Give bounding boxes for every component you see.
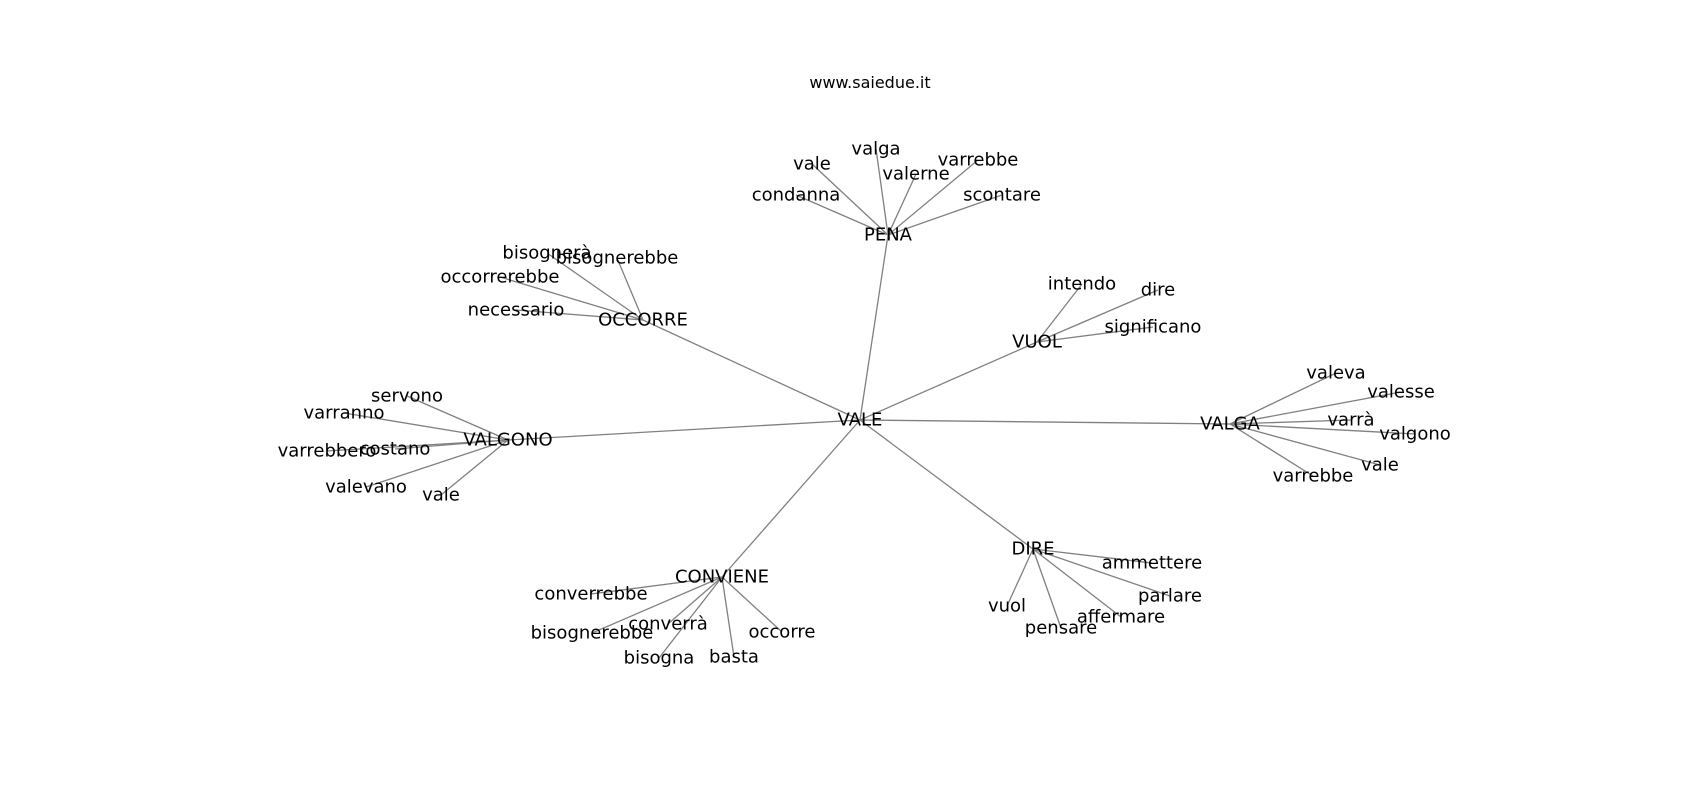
leaf-node-valgono-varranno: varranno [303,403,384,424]
edge-conviene-bisogna [658,576,723,659]
hub-node-valga: VALGA [1200,414,1260,435]
leaf-node-valgono-vale: vale [422,485,460,506]
leaf-node-valga-varra: varrà [1327,410,1374,431]
edge-valgono-vale [440,439,509,496]
leaf-node-valga-valesse: valesse [1367,382,1435,403]
leaf-node-dire-parlare: parlare [1138,586,1202,607]
edge-conviene-converrebbe [590,576,723,595]
leaf-node-valga-varrebbe: varrebbe [1273,466,1354,487]
node-layer: VALEPENAvalevalgavalernevarrebbecondanna… [278,139,1451,669]
edge-dire-ammettere [1032,548,1153,564]
leaf-node-pena-vale: vale [793,154,831,175]
leaf-node-pena-condanna: condanna [752,185,841,206]
edge-valgono-servono [406,395,509,441]
leaf-node-pena-varrebbe: varrebbe [938,150,1019,171]
edge-center-pena [859,234,889,421]
edge-occorre-occorrerebbe [499,276,644,321]
leaf-node-occorre-occorrerebbe: occorrerebbe [441,267,560,288]
edge-occorre-bisognera [546,252,644,321]
hub-node-valgono: VALGONO [463,430,552,451]
edge-dire-vuol [1006,548,1034,607]
hub-node-pena: PENA [864,225,913,246]
leaf-node-valgono-costano: costano [360,439,431,460]
leaf-node-pena-valga: valga [851,139,900,160]
leaf-node-occorre-bisognera: bisognerà [502,243,591,264]
edge-pena-varrebbe [887,159,979,236]
edge-dire-affermare [1032,548,1122,618]
hub-node-dire: DIRE [1011,539,1054,560]
leaf-node-occorre-necessario: necessario [468,300,565,321]
leaf-node-conviene-bisogna: bisogna [624,648,695,669]
hub-node-occorre: OCCORRE [598,310,688,331]
edge-valga-vale [1229,423,1381,466]
edge-pena-vale [811,163,889,236]
edge-conviene-occorre [721,576,783,633]
edge-valgono-varranno [343,412,509,441]
leaf-node-dire-pensare: pensare [1025,618,1097,639]
edge-valga-valeva [1229,372,1337,425]
edge-pena-valerne [887,173,917,236]
edge-center-dire [859,419,1034,550]
leaf-node-valga-valeva: valeva [1306,363,1365,384]
leaf-node-conviene-converrebbe: converrebbe [534,584,647,605]
leaf-node-valga-vale: vale [1361,455,1399,476]
edge-dire-parlare [1032,548,1171,597]
hub-node-conviene: CONVIENE [675,567,769,588]
edge-dire-pensare [1032,548,1062,629]
edge-center-valga [859,419,1231,425]
edge-valga-varrebbe [1229,423,1314,477]
hub-node-vuol: VUOL [1012,332,1062,353]
leaf-node-pena-scontare: scontare [963,185,1041,206]
edge-vuol-dire [1036,289,1159,343]
center-node-label: VALE [838,410,883,431]
leaf-node-valgono-servono: servono [371,386,443,407]
edge-layer [326,148,1416,659]
edge-valgono-valevano [365,439,509,488]
edge-valga-valgono [1229,423,1416,435]
edge-valga-valesse [1229,391,1402,425]
edge-center-vuol [859,341,1038,421]
edge-vuol-intendo [1036,283,1083,343]
leaf-node-dire-ammettere: ammettere [1102,553,1202,574]
site-label: www.saiedue.it [809,73,930,92]
edge-center-conviene [721,419,861,578]
leaf-node-conviene-bisognerebbe: bisognerebbe [531,623,654,644]
edge-occorre-necessario [515,309,644,321]
leaf-node-vuol-intendo: intendo [1048,274,1116,295]
leaf-node-occorre-bisognerebbe: bisognerebbe [556,248,679,269]
edge-pena-condanna [795,194,889,236]
leaf-node-conviene-basta: basta [709,647,759,668]
edge-valgono-costano [394,439,509,450]
edge-pena-valga [875,148,889,236]
leaf-node-valgono-valevano: valevano [325,477,407,498]
edge-conviene-basta [721,576,735,658]
edge-vuol-significano [1036,326,1154,343]
leaf-node-valgono-varrebbero: varrebbero [278,441,377,462]
edge-conviene-converra [667,576,723,625]
edge-valga-varra [1229,419,1352,425]
leaf-node-pena-valerne: valerne [882,164,949,185]
leaf-node-dire-vuol: vuol [988,596,1026,617]
leaf-node-dire-affermare: affermare [1077,607,1165,628]
leaf-node-conviene-occorre: occorre [749,622,816,643]
leaf-node-vuol-dire: dire [1141,280,1176,301]
leaf-node-vuol-significano: significano [1105,317,1202,338]
edge-conviene-bisognerebbe [591,576,723,634]
edge-occorre-bisognerebbe [616,257,644,321]
edge-pena-scontare [887,194,1003,236]
edge-center-valgono [507,419,861,441]
edge-center-occorre [642,319,861,421]
leaf-node-valga-valgono: valgono [1379,424,1451,445]
leaf-node-conviene-converra: converrà [628,614,708,635]
